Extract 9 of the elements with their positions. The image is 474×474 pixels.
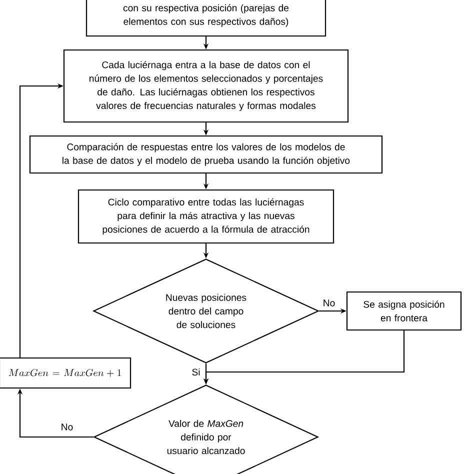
process-box: $MaxGen = MaxGen + 1$ [0,357,132,389]
process-box: con su respectiva posición (parejas de elementos con sus respectivos daños) [86,0,326,37]
edge-label: No [60,422,74,432]
process-box: Comparación de respuestas entre los valores de los modelos de la base de datos y el modelo de prueba usando la función objetivo [29,135,383,174]
process-box: Cada luciérnaga entra a la base de datos con el número de los elementos seleccionados y porcentajes de daño. Las luciérnagas obtienen los respectivos valores de frecuencias naturales y formas modales [63,49,349,123]
process-box: Ciclo comparativo entre todas las luciérnagas para definir la más atractiva y las nuevas posiciones de acuerdo a la fórmula de atracción [78,189,334,244]
edge-label: No [322,298,336,308]
process-box: Se asigna posición en frontera [346,291,462,331]
edge-label: Si [190,367,202,377]
